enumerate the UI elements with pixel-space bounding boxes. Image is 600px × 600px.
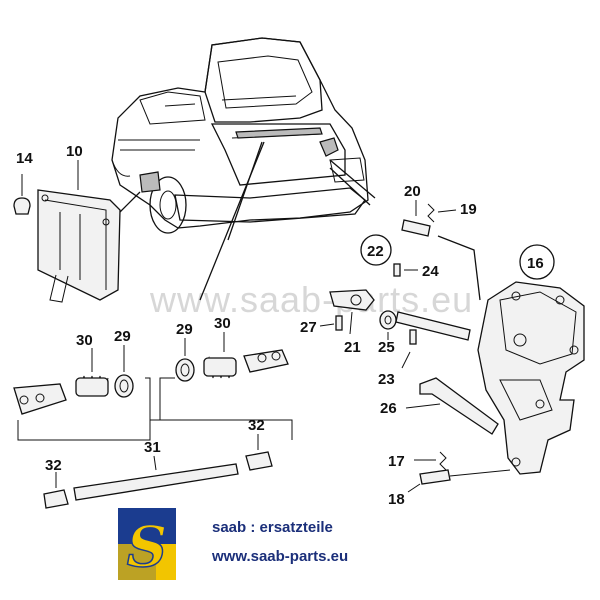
- part-29-bushing-left: [114, 345, 134, 398]
- label-31: 31: [144, 439, 161, 456]
- label-17: 17: [388, 453, 405, 470]
- label-21: 21: [344, 339, 361, 356]
- watermark-text: www.saab-parts.eu: [149, 279, 473, 320]
- latch-piece-left: [13, 383, 67, 415]
- label-29-right: 29: [176, 321, 193, 338]
- logo-letter: S: [127, 514, 167, 580]
- part-30-spring-left: [75, 348, 109, 397]
- label-30-right: 30: [214, 315, 231, 332]
- part-10-control-unit: [37, 160, 121, 303]
- label-23: 23: [378, 371, 395, 388]
- part-25-washer: [379, 310, 397, 340]
- part-32-sleeve-left: [43, 472, 69, 509]
- part-32-sleeve-right: [245, 434, 273, 471]
- label-27: 27: [300, 319, 317, 336]
- callout-22: [360, 234, 392, 266]
- saab-logo: S: [118, 508, 176, 581]
- part-29-bushing-right: [175, 338, 195, 382]
- label-10: 10: [66, 143, 83, 160]
- label-18: 18: [388, 491, 405, 508]
- part-17-spring: [414, 451, 447, 471]
- part-31-rod: [73, 455, 239, 501]
- footer-url[interactable]: www.saab-parts.eu: [212, 548, 349, 565]
- label-30-left: 30: [76, 332, 93, 349]
- label-32-left: 32: [45, 457, 62, 474]
- label-22: 22: [367, 243, 384, 260]
- footer-tagline: saab : ersatzteile: [212, 519, 333, 536]
- car-illustration: [111, 37, 376, 301]
- part-23-rod: [395, 311, 471, 369]
- part-24-pin: [393, 263, 418, 277]
- label-26: 26: [380, 400, 397, 417]
- label-16: 16: [527, 255, 544, 272]
- part-18-pin: [407, 469, 511, 493]
- latch-piece-right: [243, 349, 289, 373]
- part-19-spring: [427, 203, 457, 223]
- bracket-lines: [17, 377, 293, 441]
- label-24: 24: [422, 263, 439, 280]
- part-14-clip: [13, 174, 31, 215]
- part-16-lock-housing: [437, 235, 585, 475]
- part-30-spring-right: [203, 332, 237, 379]
- label-32-right: 32: [248, 417, 265, 434]
- part-26-gas-strut: [405, 377, 499, 435]
- part-27-pin: [319, 315, 343, 331]
- part-20-pin: [401, 200, 431, 237]
- label-25: 25: [378, 339, 395, 356]
- label-20: 20: [404, 183, 421, 200]
- label-14: 14: [16, 150, 33, 167]
- label-29-left: 29: [114, 328, 131, 345]
- label-19: 19: [460, 201, 477, 218]
- callout-16: [519, 244, 555, 280]
- part-21-lever: [329, 289, 375, 335]
